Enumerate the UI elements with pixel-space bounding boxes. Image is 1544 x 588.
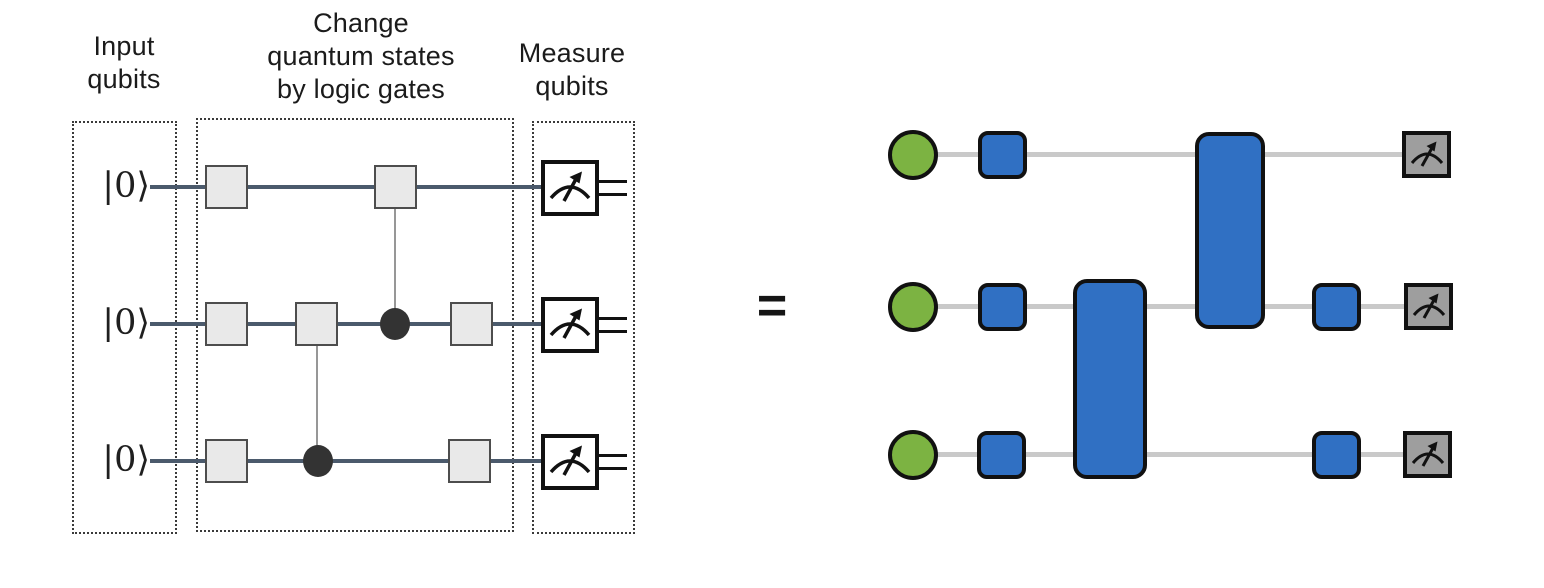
gate [450,302,493,346]
meter-icon [1411,441,1444,467]
control-connector [394,208,396,326]
qubit-wire [912,304,1428,309]
gate [295,302,338,346]
control-dot [380,308,410,340]
gate [205,302,248,346]
measure-qubits-region [532,121,635,534]
input-qubits-label: Input qubits [87,31,161,94]
qubit-wire [912,152,1426,157]
two-qubit-gate [1195,132,1265,329]
qubit-wire [150,322,546,326]
classical-wire [599,454,627,457]
meter-icon [549,308,591,339]
input-state-node [888,130,938,180]
single-qubit-gate [978,131,1027,179]
gate [205,439,248,483]
equals-sign: = [756,277,788,335]
measure-box [1402,131,1451,178]
input-qubits-region [72,121,177,534]
meter-icon [549,445,591,476]
qubit-wire [912,452,1426,457]
measure-box [541,160,599,216]
ket-label: |0⟩ [102,440,150,480]
meter-icon [1410,141,1443,167]
classical-wire [599,317,627,320]
single-qubit-gate [977,431,1026,479]
measure-box [541,434,599,490]
classical-wire [599,467,627,470]
meter-icon [1412,293,1445,319]
two-qubit-gate [1073,279,1147,479]
input-state-node [888,282,938,332]
gate [448,439,491,483]
classical-wire [599,330,627,333]
single-qubit-gate [978,283,1027,331]
ket-label: |0⟩ [102,166,150,206]
control-dot [303,445,333,477]
measure-box [1403,431,1452,478]
ket-label: |0⟩ [102,303,150,343]
single-qubit-gate [1312,431,1361,479]
single-qubit-gate [1312,283,1361,331]
qubit-wire [150,185,546,189]
control-connector [316,345,318,463]
measure-qubits-label: Measure qubits [518,38,626,101]
measure-box [541,297,599,353]
input-state-node [888,430,938,480]
classical-wire [599,193,627,196]
classical-wire [599,180,627,183]
logic-gates-label: Change quantum states by logic gates [267,8,455,104]
meter-icon [549,171,591,202]
gate [205,165,248,209]
measure-box [1404,283,1453,330]
qubit-wire [150,459,546,463]
gate [374,165,417,209]
